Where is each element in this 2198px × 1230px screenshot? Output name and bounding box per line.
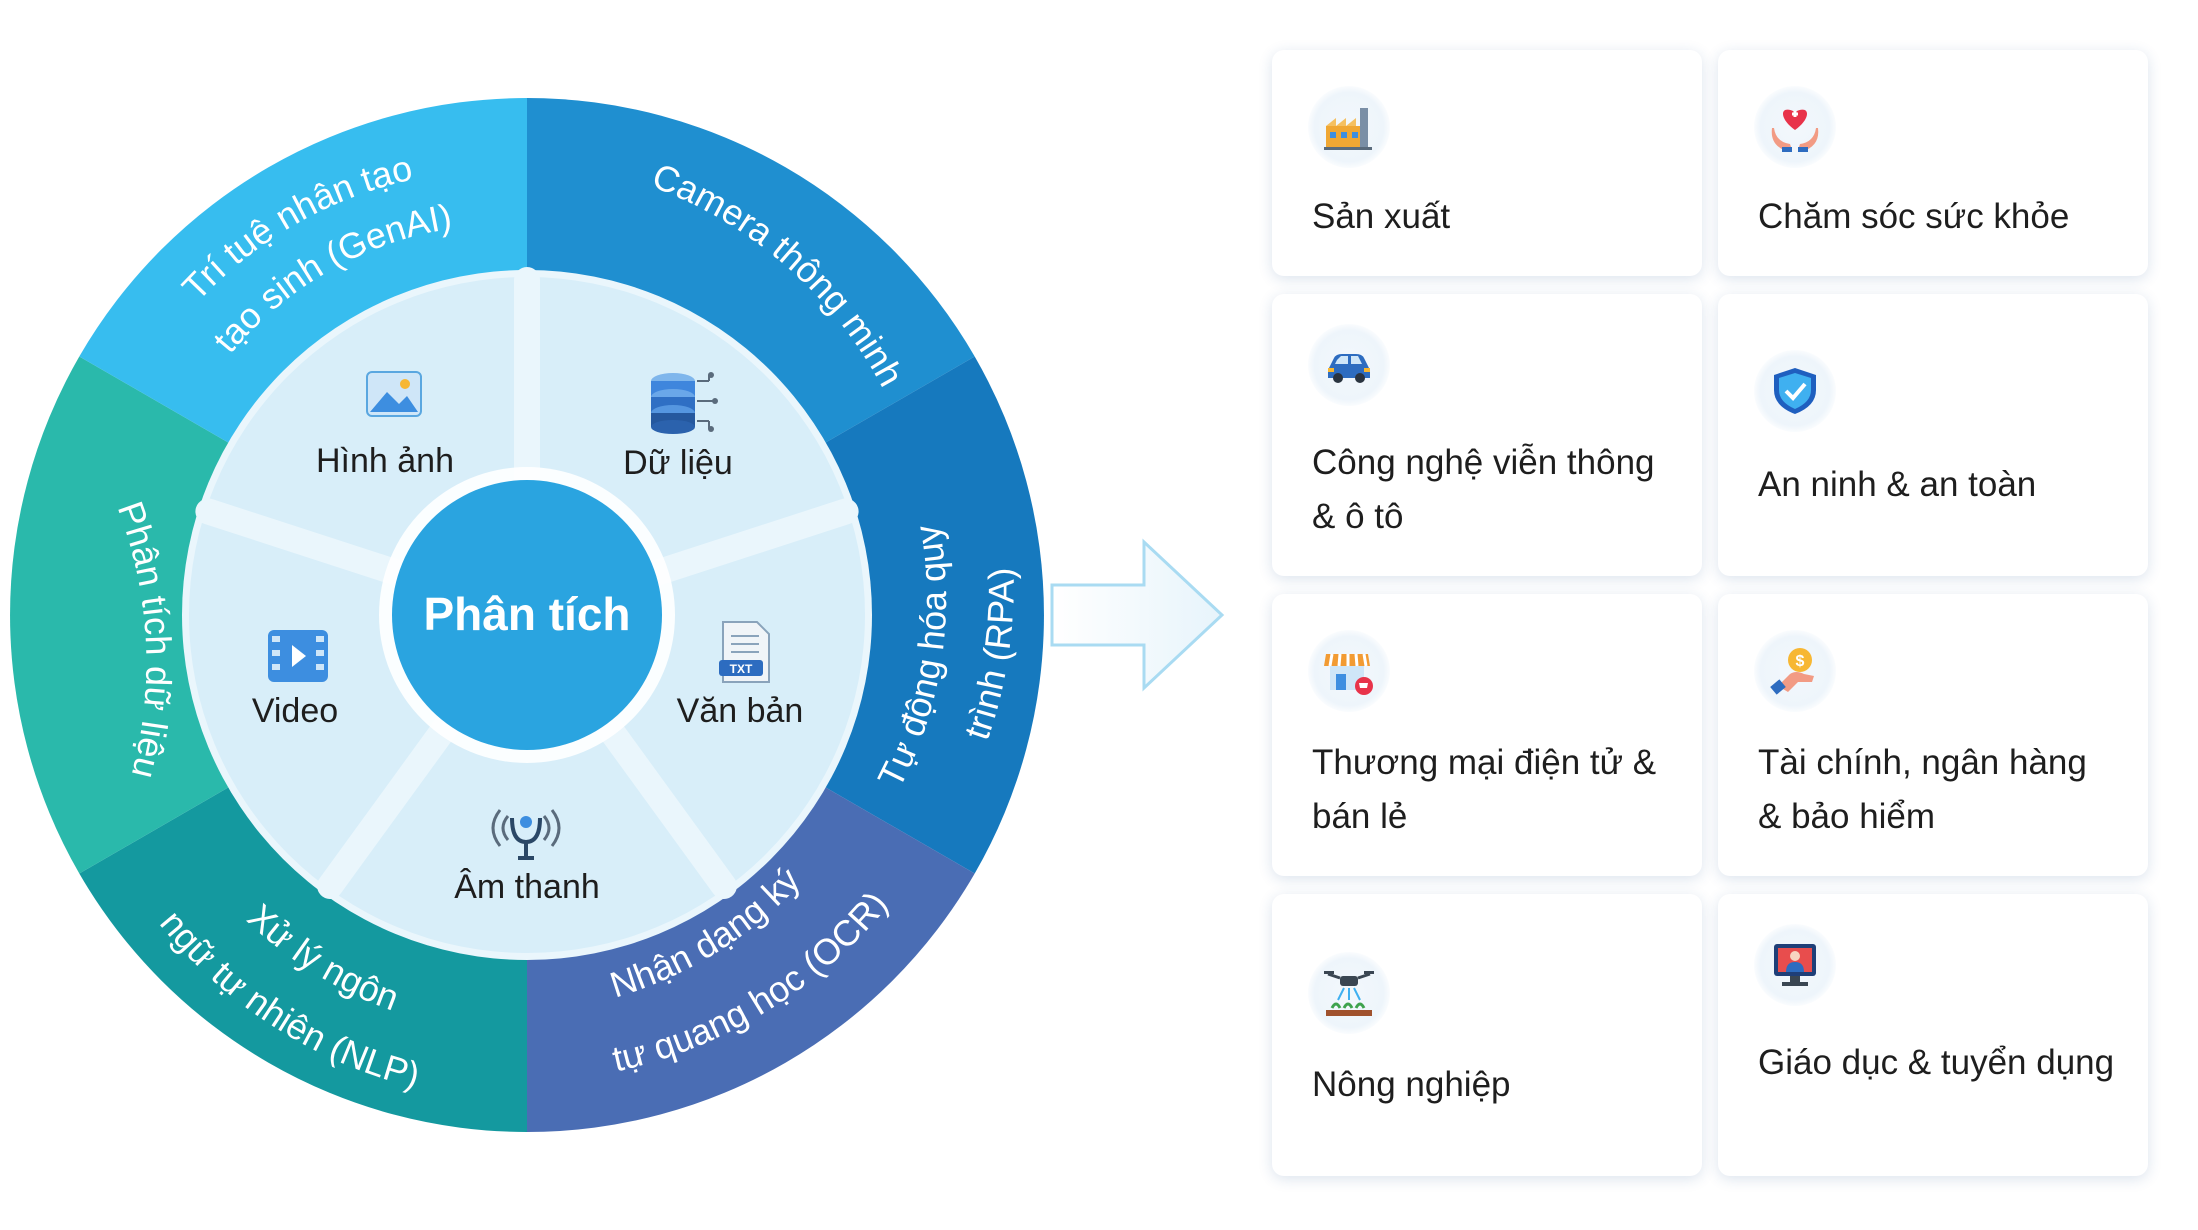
text-file-icon: TXT <box>719 621 770 683</box>
image-icon <box>366 371 422 417</box>
factory-icon <box>1308 86 1390 168</box>
svg-text:$: $ <box>1796 653 1805 670</box>
store-cart-icon <box>1308 630 1390 712</box>
industry-label: Công nghệ viễn thông & ô tô <box>1312 443 1655 536</box>
industry-card-manufacturing[interactable]: Sản xuất <box>1272 50 1702 276</box>
industry-card-healthcare[interactable]: Chăm sóc sức khỏe <box>1718 50 2148 276</box>
analysis-wheel: Phân tích Camera thông minh Tự động hóa … <box>10 98 1044 1132</box>
industry-label: Tài chính, ngân hàng & bảo hiểm <box>1758 743 2087 836</box>
shield-check-icon <box>1754 350 1836 432</box>
industry-card-telecom-auto[interactable]: Công nghệ viễn thông & ô tô <box>1272 294 1702 576</box>
car-icon <box>1308 324 1390 406</box>
inner-label-image: Hình ảnh <box>316 442 454 480</box>
svg-text:TXT: TXT <box>730 662 753 676</box>
coin-hand-icon: $ <box>1754 630 1836 712</box>
inner-label-data: Dữ liệu <box>623 444 733 482</box>
healthcare-hands-heart-icon <box>1754 86 1836 168</box>
video-icon <box>268 630 328 682</box>
center-circle <box>392 480 662 750</box>
industry-label: Giáo dục & tuyển dụng <box>1758 1043 2115 1082</box>
industry-card-education-recruitment[interactable]: Giáo dục & tuyển dụng <box>1718 894 2148 1176</box>
industry-card-agriculture[interactable]: Nông nghiệp <box>1272 894 1702 1176</box>
industry-label: Chăm sóc sức khỏe <box>1758 197 2070 236</box>
microphone-icon <box>491 809 561 860</box>
database-icon <box>651 372 718 434</box>
agri-drone-icon <box>1308 952 1390 1034</box>
inner-label-audio: Âm thanh <box>454 868 600 906</box>
inner-label-text: Văn bản <box>677 692 804 730</box>
industry-label: An ninh & an toàn <box>1758 465 2037 504</box>
inner-label-video: Video <box>252 692 338 730</box>
online-education-icon <box>1754 924 1836 1006</box>
industry-card-ecommerce-retail[interactable]: Thương mại điện tử & bán lẻ <box>1272 594 1702 876</box>
industry-label: Nông nghiệp <box>1312 1065 1511 1104</box>
industry-label: Thương mại điện tử & bán lẻ <box>1312 743 1657 836</box>
industry-label: Sản xuất <box>1312 197 1451 236</box>
industry-card-security[interactable]: An ninh & an toàn <box>1718 294 2148 576</box>
center-label: Phân tích <box>423 588 630 640</box>
flow-arrow <box>1050 538 1225 692</box>
industry-card-finance-banking-insurance[interactable]: $ Tài chính, ngân hàng & bảo hiểm <box>1718 594 2148 876</box>
